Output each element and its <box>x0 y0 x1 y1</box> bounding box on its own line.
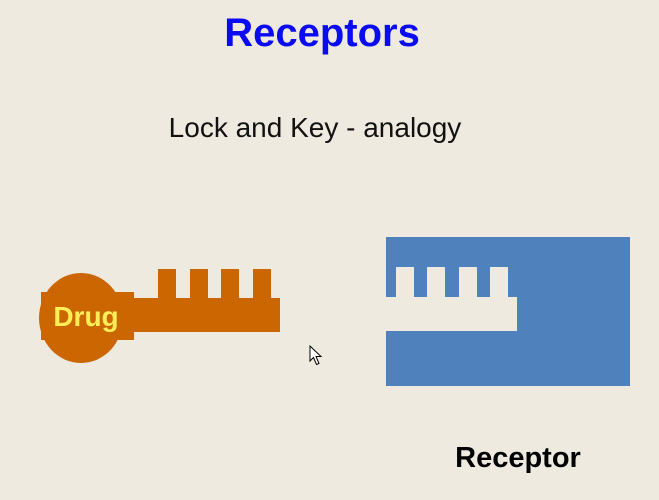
lock-notch-3 <box>459 267 477 298</box>
lock-notch-2 <box>427 267 445 298</box>
key-tooth-2 <box>190 269 208 299</box>
key-shaft <box>133 298 280 332</box>
key-bow-band <box>41 292 134 340</box>
key-tooth-3 <box>221 269 239 299</box>
key-tooth-1 <box>158 269 176 299</box>
receptor-label: Receptor <box>455 442 581 474</box>
drug-label: Drug <box>53 301 118 332</box>
receptor-lock <box>386 237 630 386</box>
slide-title: Receptors <box>224 11 420 55</box>
drug-key: Drug <box>39 269 280 363</box>
mouse-pointer-icon <box>309 345 323 366</box>
lock-notch-4 <box>490 267 508 298</box>
lock-notch-1 <box>396 267 414 298</box>
lock-keyway <box>386 297 517 331</box>
analogy-subtitle: Lock and Key - analogy <box>168 112 462 143</box>
key-tooth-4 <box>253 269 271 299</box>
